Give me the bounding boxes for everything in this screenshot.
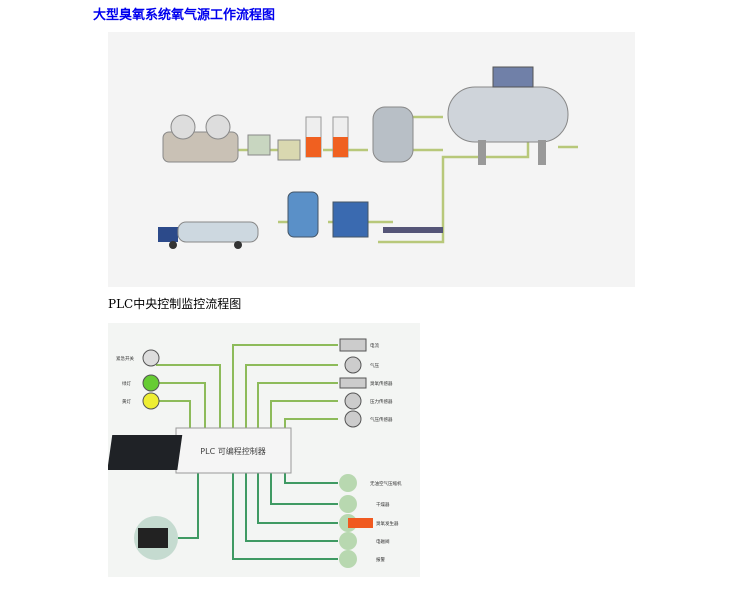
label-emergency-switch: 紧急开关 [116,355,134,362]
label-green-light: 绿灯 [122,380,131,387]
label-pressure: 气压 [370,362,379,369]
label-dryer: 干燥器 [376,501,390,508]
label-ozone-generator: 臭氧发生器 [376,520,399,527]
plc-diagram-caption: PLC中央控制监控流程图 [108,297,242,311]
label-gas-sensor: 气压传感器 [370,416,393,423]
label-compressor: 无油空气压缩机 [370,480,402,487]
label-yellow-light: 黄灯 [122,398,131,405]
label-valve: 电磁阀 [376,538,390,545]
page-title: 大型臭氧系统氧气源工作流程图 [93,8,276,23]
label-current: 电流 [370,342,379,349]
plc-control-diagram: PLC 可编程控制器 紧急开关 绿灯 黄灯 电流 气压 臭氧传感器 压力传感器 … [107,323,420,577]
oxygen-source-flow-diagram [108,32,635,287]
label-alarm: 报警 [376,556,385,563]
label-pressure-sensor: 压力传感器 [370,398,393,405]
plc-controller-label: PLC 可编程控制器 [200,446,265,456]
label-ozone-sensor: 臭氧传感器 [370,380,393,387]
